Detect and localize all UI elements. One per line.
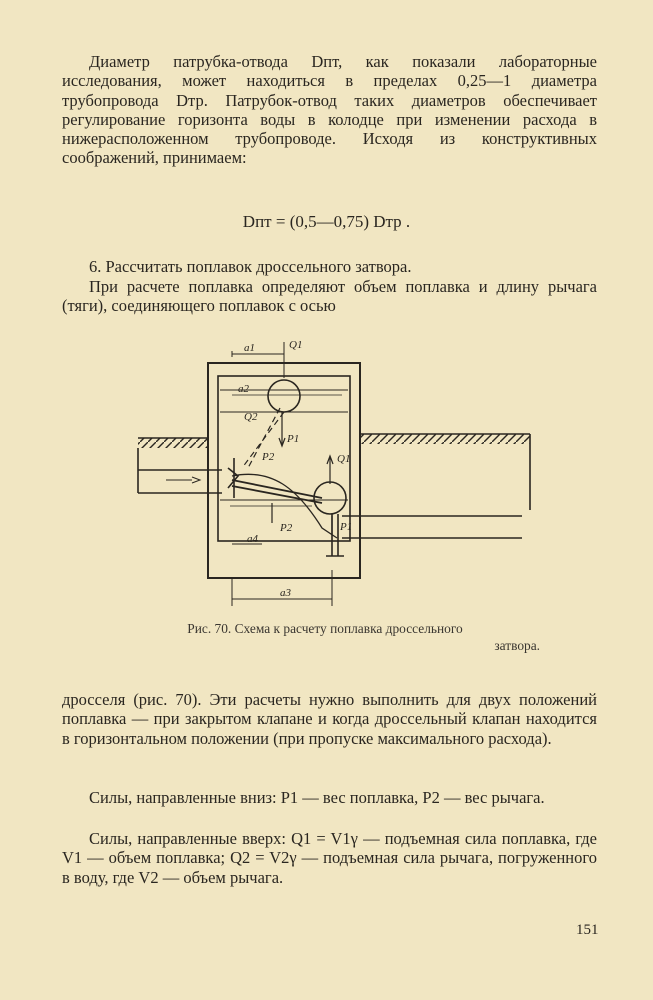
label-q1-mid: Q1 xyxy=(337,453,350,465)
label-a2: a2 xyxy=(238,383,250,395)
label-p2-upper: P2 xyxy=(261,451,275,463)
page-number: 151 xyxy=(576,922,599,938)
label-a4: a4 xyxy=(247,533,259,545)
label-p1-lower: P1 xyxy=(339,521,352,533)
label-q2: Q2 xyxy=(244,411,258,423)
figure-caption: Рис. 70. Схема к расчету поплавка дроссе… xyxy=(187,621,540,653)
paragraph-1: Диаметр патрубка-отвода Dпт, как показал… xyxy=(62,52,597,168)
label-p1-top: P1 xyxy=(286,433,299,445)
label-a3: a3 xyxy=(280,587,292,599)
paragraph-2: При расчете поплавка определяют объем по… xyxy=(62,277,597,316)
figure-float-scheme: a1 Q1 a2 Q2 P1 P2 Q1 P2 P1 a4 a3 xyxy=(137,339,531,606)
label-p2-lower: P2 xyxy=(279,522,293,534)
section-heading: 6. Рассчитать поплавок дроссельного затв… xyxy=(89,257,412,276)
paragraph-3: дросселя (рис. 70). Эти расчеты нужно вы… xyxy=(62,690,597,748)
formula: Dпт = (0,5—0,75) Dтр . xyxy=(242,212,411,231)
label-a1: a1 xyxy=(244,342,255,354)
scheme-drawing xyxy=(137,342,531,606)
paragraph-4: Силы, направленные вниз: P1 — вес поплав… xyxy=(89,788,545,807)
paragraph-5: Силы, направленные вверх: Q1 = V1γ — под… xyxy=(62,829,597,887)
label-q1-top: Q1 xyxy=(289,339,302,351)
